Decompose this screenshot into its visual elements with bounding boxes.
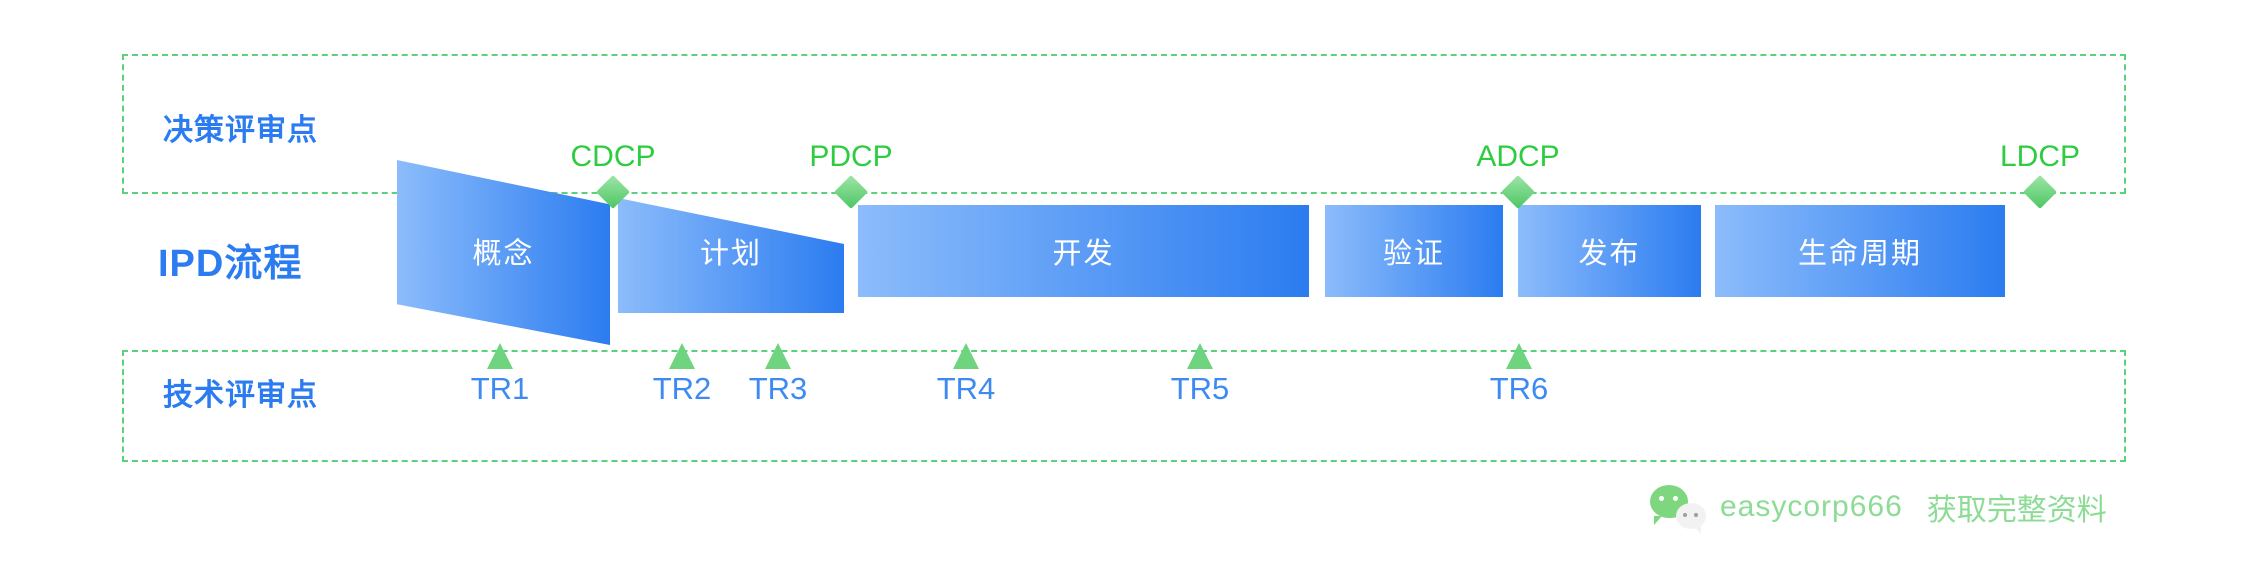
technical-review-panel (122, 350, 2126, 462)
diamond-icon (596, 175, 630, 209)
technical-review-tr2[interactable]: TR2 (653, 343, 711, 406)
triangle-up-icon (669, 343, 695, 369)
stage-concept[interactable]: 概念 (397, 160, 610, 345)
decision-point-cdcp-label: CDCP (570, 140, 656, 173)
stage-lifecycle[interactable]: 生命周期 (1715, 205, 2005, 297)
stage-lifecycle-shape (1715, 205, 2005, 297)
decision-point-ldcp[interactable]: LDCP (2000, 140, 2080, 209)
technical-review-tr6-label: TR6 (1489, 371, 1549, 406)
stage-concept-shape (397, 160, 610, 345)
technical-review-row-label: 技术评审点 (163, 379, 318, 412)
watermark-footer: easycorp666 获取完整资料 (1650, 485, 2107, 534)
technical-review-tr1-label: TR1 (470, 371, 530, 406)
technical-review-tr6[interactable]: TR6 (1490, 343, 1548, 406)
triangle-up-icon (487, 343, 513, 369)
triangle-up-icon (1187, 343, 1213, 369)
ipd-process-row-label: IPD流程 (158, 243, 303, 285)
decision-point-adcp[interactable]: ADCP (1476, 140, 1560, 209)
stage-release-shape (1518, 205, 1701, 297)
technical-review-tr4-label: TR4 (936, 371, 996, 406)
decision-review-panel (122, 54, 2126, 194)
decision-point-cdcp[interactable]: CDCP (570, 140, 656, 209)
wechat-id-text: easycorp666 (1720, 490, 1903, 523)
diamond-icon (834, 175, 868, 209)
wechat-icon (1650, 485, 1706, 534)
technical-review-tr2-label: TR2 (652, 371, 712, 406)
stage-develop-shape (858, 205, 1309, 297)
technical-review-tr5[interactable]: TR5 (1171, 343, 1229, 406)
watermark-cta-text: 获取完整资料 (1926, 494, 2107, 527)
technical-review-tr5-label: TR5 (1170, 371, 1230, 406)
decision-point-ldcp-label: LDCP (1999, 140, 2081, 173)
technical-review-tr3[interactable]: TR3 (749, 343, 807, 406)
stage-verify[interactable]: 验证 (1325, 205, 1503, 297)
stage-plan-shape (618, 198, 844, 313)
stage-plan[interactable]: 计划 (618, 198, 844, 313)
stage-develop[interactable]: 开发 (858, 205, 1309, 297)
triangle-up-icon (953, 343, 979, 369)
decision-point-adcp-label: ADCP (1476, 140, 1560, 173)
triangle-up-icon (1506, 343, 1532, 369)
technical-review-tr3-label: TR3 (748, 371, 808, 406)
decision-point-pdcp-label: PDCP (809, 140, 893, 173)
triangle-up-icon (765, 343, 791, 369)
diamond-icon (2023, 175, 2057, 209)
stage-verify-shape (1325, 205, 1503, 297)
diamond-icon (1501, 175, 1535, 209)
stage-release[interactable]: 发布 (1518, 205, 1701, 297)
decision-review-row-label: 决策评审点 (163, 114, 318, 147)
technical-review-tr1[interactable]: TR1 (471, 343, 529, 406)
decision-point-pdcp[interactable]: PDCP (809, 140, 893, 209)
technical-review-tr4[interactable]: TR4 (937, 343, 995, 406)
